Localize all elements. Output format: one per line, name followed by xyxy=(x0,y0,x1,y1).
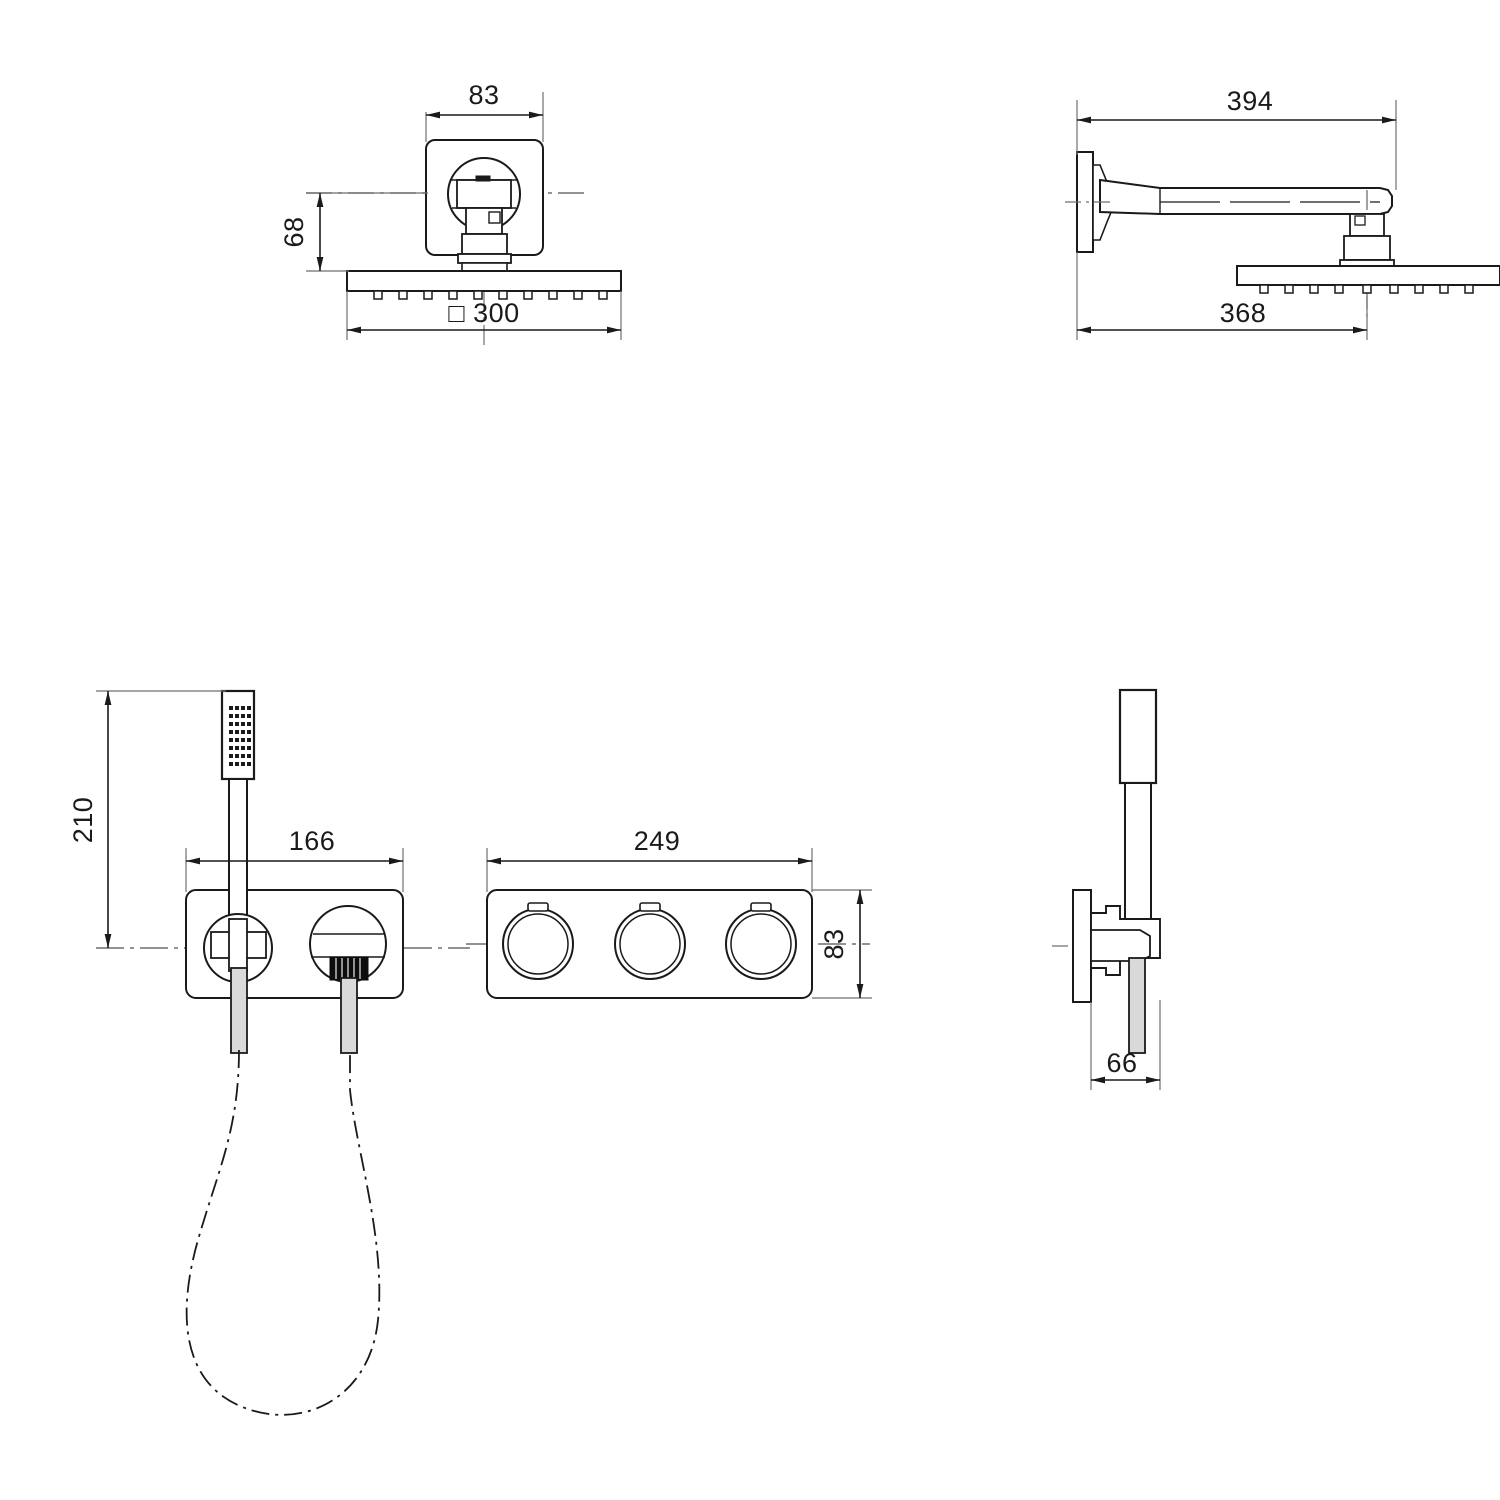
dimension-249: 249 xyxy=(486,826,813,892)
dimension-83-top-label: 83 xyxy=(468,80,499,110)
dimension-68: 68 xyxy=(279,192,428,272)
dimension-68-label: 68 xyxy=(279,216,309,247)
shower-plate-side xyxy=(1236,265,1500,286)
hose-stub-side xyxy=(1128,957,1146,1054)
dimension-249-label: 249 xyxy=(634,826,681,856)
joint-notch xyxy=(1354,215,1366,226)
dimension-210-label: 210 xyxy=(68,797,98,844)
dimension-368: 368 xyxy=(1076,252,1368,340)
valve-knob-3[interactable] xyxy=(725,902,797,980)
hose-stub-right xyxy=(340,977,358,1054)
shower-plate-side-nozzles xyxy=(1259,284,1474,294)
joint-body xyxy=(1343,235,1391,261)
dimension-300: □ 300 xyxy=(346,291,622,340)
shower-plate-body xyxy=(346,270,622,292)
view-handshower-plate-front: 210 166 xyxy=(68,689,470,1416)
shower-plate-nozzles xyxy=(373,290,608,300)
dimension-83-top: 83 xyxy=(425,80,544,142)
handshower-handle xyxy=(228,778,248,920)
dimension-394-label: 394 xyxy=(1227,86,1274,116)
dimension-300-label: □ 300 xyxy=(448,298,519,328)
view-overhead-shower-front: 83 68 □ 300 xyxy=(279,80,622,345)
holder-boss-side xyxy=(1090,929,1151,962)
ball-joint-collar xyxy=(456,179,512,209)
dimension-166-label: 166 xyxy=(289,826,336,856)
dimension-394: 394 xyxy=(1076,86,1397,190)
handshower-head-side xyxy=(1118,688,1158,785)
dimension-166: 166 xyxy=(185,826,404,892)
valve-knob-1[interactable] xyxy=(502,902,574,980)
dimension-66: 66 xyxy=(1090,1000,1161,1090)
ball-joint-key xyxy=(475,175,491,182)
dimension-83-valve: 83 xyxy=(812,889,872,999)
holder-wall-flange xyxy=(1072,889,1092,1003)
shower-arm xyxy=(1099,178,1393,215)
knob-knurl-ridges xyxy=(335,958,361,979)
dimension-66-label: 66 xyxy=(1106,1048,1137,1078)
valve-knob-1-tab xyxy=(527,902,549,912)
holder-vertical-body xyxy=(228,918,248,972)
valve-knob-2-tab xyxy=(639,902,661,912)
valve-knob-3-tab xyxy=(750,902,772,912)
view-overhead-shower-side: 394 368 xyxy=(1065,86,1500,340)
hose-stub-left xyxy=(230,967,248,1054)
wall-flange xyxy=(1076,151,1094,253)
handshower-nozzle-grid xyxy=(229,706,251,766)
head-stem-washer xyxy=(461,262,508,272)
dimension-83-valve-label: 83 xyxy=(819,928,849,959)
dimension-210: 210 xyxy=(68,690,226,948)
view-handshower-holder-side: 66 xyxy=(1052,688,1161,1090)
head-stem-mid xyxy=(461,233,508,255)
valve-knob-2[interactable] xyxy=(614,902,686,980)
knob-knurled-grip xyxy=(329,956,369,981)
handshower-handle-side xyxy=(1124,782,1152,920)
head-stem-nut xyxy=(457,253,512,264)
flexible-hose-loop xyxy=(185,1049,381,1416)
view-valve-plate-front: 249 83 xyxy=(466,826,872,999)
dimension-368-label: 368 xyxy=(1220,298,1267,328)
head-stem-notch xyxy=(488,211,501,224)
